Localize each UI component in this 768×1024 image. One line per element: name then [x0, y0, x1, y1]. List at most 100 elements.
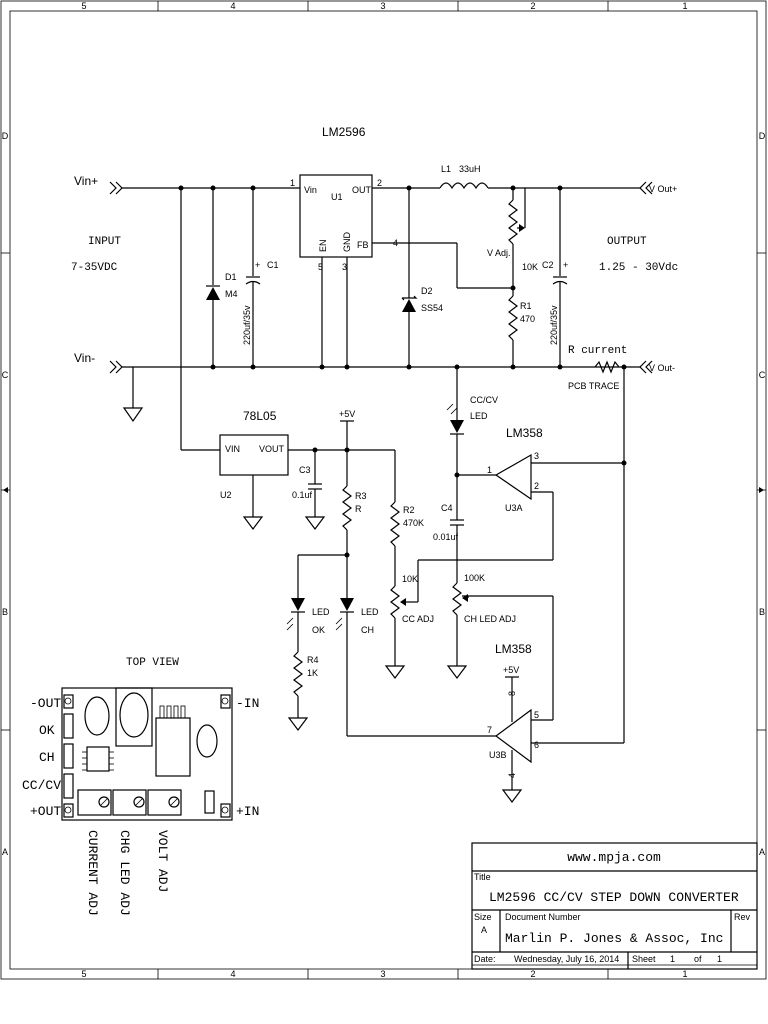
r1-value: 470: [520, 314, 535, 324]
input-range: 7-35VDC: [71, 262, 118, 274]
ground-icon: [304, 516, 326, 530]
u1-pin5-num: 5: [318, 262, 323, 272]
current-adj-trimmer[interactable]: [77, 789, 112, 816]
top-view-title: TOP VIEW: [126, 657, 179, 669]
u3a-pin1: 1: [487, 465, 492, 475]
vout-plus-label: V Out+: [649, 184, 677, 194]
u3a-pin2: 2: [534, 481, 539, 491]
power-stage: Vin+ INPUT 7-35VDC Vin- D1 M4: [71, 125, 678, 423]
c3-ref: C3: [299, 465, 311, 475]
u2-name: 78L05: [243, 409, 277, 423]
u3a-name: LM358: [506, 426, 543, 440]
c4-ref: C4: [441, 503, 453, 513]
vin-minus-label: Vin-: [74, 351, 95, 365]
c1-value: 220uf/35v: [242, 305, 252, 345]
board-label-cccv: CC/CV: [22, 778, 61, 793]
vin-plus-label: Vin+: [74, 174, 98, 188]
u2-regulator-body: [219, 434, 289, 476]
board-label-out-minus: -OUT: [30, 696, 61, 711]
r3-ref: R3: [355, 491, 367, 501]
u1-pin-en: EN: [318, 239, 328, 252]
u3b-name: LM358: [495, 642, 532, 656]
cccv-led-label: CC/CV: [470, 395, 498, 405]
col-label: 2: [530, 1, 535, 11]
l1-value: 33uH: [459, 164, 481, 174]
row-label: C: [2, 370, 9, 380]
ground-icon: [501, 789, 523, 803]
u1-pin3-num: 3: [342, 262, 347, 272]
board-label-out-plus: +OUT: [30, 804, 61, 819]
d1-ref: D1: [225, 272, 237, 282]
col-label: 1: [682, 969, 687, 979]
d2-ref: D2: [421, 286, 433, 296]
u2-ref: U2: [220, 490, 232, 500]
date-value: Wednesday, July 16, 2014: [514, 954, 619, 964]
row-label: B: [2, 607, 8, 617]
u1-pin-fb: FB: [357, 240, 369, 250]
l1-ref: L1: [441, 164, 451, 174]
volt-adj-trimmer[interactable]: [147, 789, 182, 816]
board-label-in-minus: -IN: [236, 696, 259, 711]
u1-pin2-num: 2: [377, 178, 382, 188]
diode-d2-icon: [402, 299, 416, 312]
led-ok-value: OK: [312, 625, 325, 635]
board-label-ok: OK: [39, 723, 55, 738]
r1-ref: R1: [520, 301, 532, 311]
control-section: 78L05 VIN VOUT U2 C3 0.1uf +5V R3 R R2: [180, 188, 627, 803]
board-label-in-plus: +IN: [236, 804, 259, 819]
svg-text:+: +: [563, 260, 568, 270]
led-ch-icon: [340, 598, 354, 611]
col-label: 1: [682, 1, 687, 11]
of-label: of: [694, 954, 702, 964]
d2-value: SS54: [421, 303, 443, 313]
resistor-r4-icon: [293, 651, 303, 697]
u3b-pin7: 7: [487, 725, 492, 735]
resistor-r1-icon: [508, 295, 518, 341]
row-label: A: [759, 847, 765, 857]
cc-pot-label: CC ADJ: [402, 614, 434, 624]
input-title: INPUT: [88, 236, 121, 248]
vout-minus-connector-icon: [639, 360, 653, 374]
vout-plus-connector-icon: [639, 181, 653, 195]
col-label: 2: [530, 969, 535, 979]
cc-adj-pot-icon: [390, 585, 400, 619]
c2-value: 220uf/35v: [549, 305, 559, 345]
u1-pin-vin: Vin: [304, 185, 317, 195]
resistor-r2-icon: [390, 501, 400, 547]
company-name: Marlin P. Jones & Assoc, Inc: [505, 931, 723, 946]
u1-name: LM2596: [322, 125, 366, 139]
board-label-ch: CH: [39, 750, 55, 765]
u2-vin: VIN: [225, 444, 240, 454]
title-label: Title: [474, 872, 491, 882]
r4-ref: R4: [307, 655, 319, 665]
col-label: 3: [380, 1, 385, 11]
board-opamp-icon: [86, 746, 110, 772]
u1-ref: U1: [331, 192, 343, 202]
size-label: Size: [474, 912, 492, 922]
board-label-volt-adj: VOLT ADJ: [155, 830, 170, 892]
resistor-rcurrent-icon: [594, 360, 620, 374]
c1-ref: C1: [267, 260, 279, 270]
col-label: 3: [380, 969, 385, 979]
diode-d1-icon: [206, 287, 220, 300]
u1-pin1-num: 1: [290, 178, 295, 188]
board-ic-icon: [155, 717, 191, 777]
plus5v-label: +5V: [339, 409, 355, 419]
board-label-current-adj: CURRENT ADJ: [85, 830, 100, 916]
docnum-label: Document Number: [505, 912, 581, 922]
vadj-label: V Adj.: [487, 248, 511, 258]
inductor-l1-icon: [439, 182, 489, 190]
u3b-pin5: 5: [534, 710, 539, 720]
vadj-pot-icon: [508, 199, 518, 245]
board-label-chg-led-adj: CHG LED ADJ: [117, 830, 132, 916]
chg-led-adj-trimmer[interactable]: [112, 789, 147, 816]
drawing-title: LM2596 CC/CV STEP DOWN CONVERTER: [489, 890, 739, 905]
vin-plus-connector-icon: [109, 181, 123, 195]
u1-pin-gnd: GND: [342, 232, 352, 253]
row-label: D: [759, 131, 766, 141]
col-label: 4: [230, 1, 235, 11]
u3b-supply: +5V: [503, 665, 519, 675]
u2-vout: VOUT: [259, 444, 285, 454]
led-ch-label: LED: [361, 607, 379, 617]
